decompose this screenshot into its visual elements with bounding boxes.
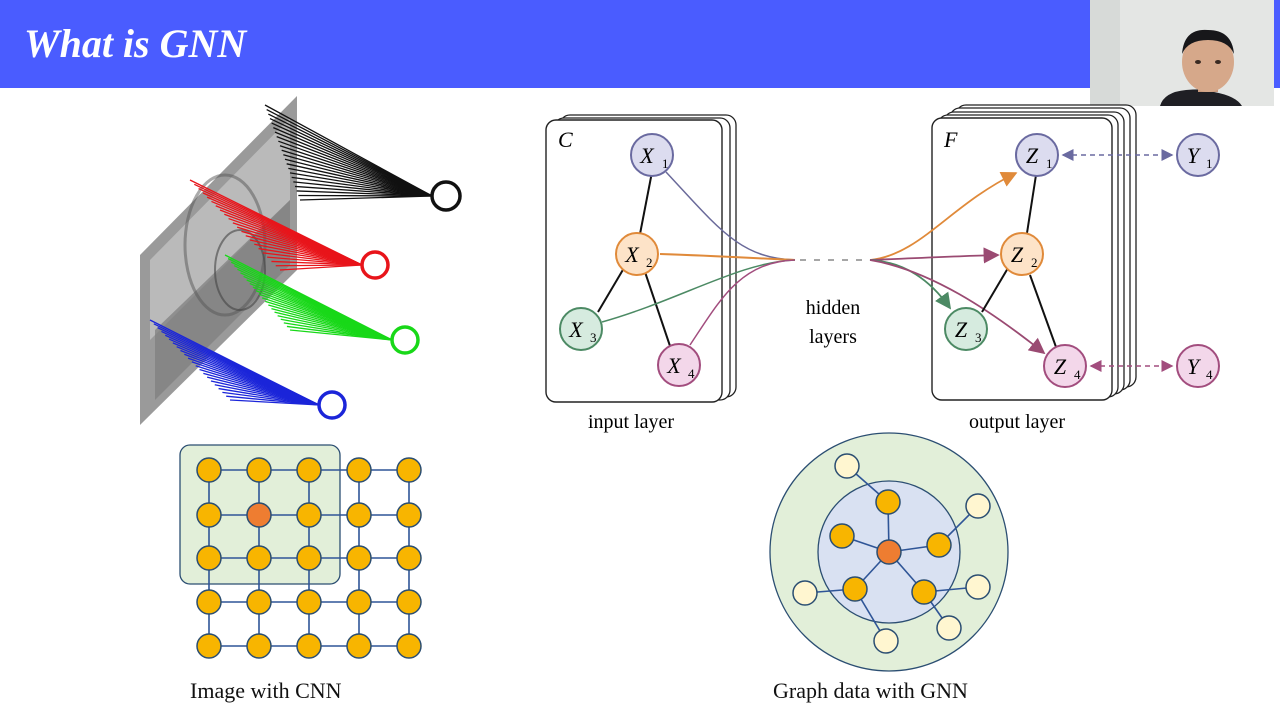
svg-text:Z: Z bbox=[1011, 242, 1024, 267]
svg-text:3: 3 bbox=[590, 330, 597, 345]
hidden-label-2: layers bbox=[809, 326, 857, 348]
svg-text:4: 4 bbox=[1074, 367, 1081, 382]
grid-node bbox=[396, 589, 422, 615]
input-node-1: X 1 bbox=[630, 133, 674, 177]
output-graph-edges bbox=[981, 174, 1057, 348]
grid-node bbox=[196, 545, 222, 571]
label-node-4: Y 4 bbox=[1176, 344, 1220, 388]
input-node-2: X 2 bbox=[615, 232, 659, 276]
slide-title: What is GNN bbox=[24, 21, 247, 66]
output-layer-label: output layer bbox=[969, 411, 1065, 433]
output-flow-lines bbox=[869, 172, 1046, 355]
grid-node bbox=[296, 457, 322, 483]
title-bar: What is GNN bbox=[0, 0, 1280, 88]
grid-node bbox=[196, 457, 222, 483]
output-node-3: Z 3 bbox=[944, 307, 988, 351]
grid-node bbox=[196, 589, 222, 615]
svg-text:4: 4 bbox=[1206, 367, 1213, 382]
grid-node bbox=[396, 457, 422, 483]
grid-node bbox=[196, 633, 222, 659]
svg-text:Z: Z bbox=[1026, 143, 1039, 168]
grid-node bbox=[346, 502, 372, 528]
input-node-4: X 4 bbox=[657, 343, 701, 387]
grid-node bbox=[296, 502, 322, 528]
svg-text:Z: Z bbox=[955, 317, 968, 342]
svg-text:X: X bbox=[624, 242, 640, 267]
grid-node bbox=[296, 633, 322, 659]
input-layer-label: input layer bbox=[588, 411, 674, 433]
gnn-nodes bbox=[792, 453, 991, 654]
svg-text:Y: Y bbox=[1187, 143, 1202, 168]
input-node-3: X 3 bbox=[559, 307, 603, 351]
grid-node bbox=[396, 545, 422, 571]
output-node-1: Z 1 bbox=[1015, 133, 1059, 177]
grid-node bbox=[296, 589, 322, 615]
cnn-receptive-field-illustration bbox=[140, 96, 462, 425]
input-graph-edges bbox=[597, 171, 671, 347]
grid-node bbox=[346, 545, 372, 571]
grid-node bbox=[396, 502, 422, 528]
svg-text:3: 3 bbox=[975, 330, 982, 345]
svg-text:X: X bbox=[568, 317, 584, 342]
grid-node bbox=[246, 589, 272, 615]
svg-text:1: 1 bbox=[1206, 156, 1213, 171]
grid-node bbox=[246, 545, 272, 571]
gnn-graph bbox=[769, 432, 1009, 672]
gnn-caption: Graph data with GNN bbox=[773, 678, 968, 703]
grid-node bbox=[246, 502, 272, 528]
svg-text:1: 1 bbox=[662, 156, 669, 171]
grid-node bbox=[296, 545, 322, 571]
svg-text:Y: Y bbox=[1187, 354, 1202, 379]
output-channels-label: F bbox=[943, 127, 958, 152]
grid-node bbox=[346, 589, 372, 615]
input-channels-label: C bbox=[558, 127, 573, 152]
cnn-caption: Image with CNN bbox=[190, 678, 342, 703]
grid-node bbox=[346, 457, 372, 483]
output-node-4: Z 4 bbox=[1043, 344, 1087, 388]
svg-text:Z: Z bbox=[1054, 354, 1067, 379]
grid-node bbox=[246, 457, 272, 483]
hidden-label-1: hidden bbox=[806, 297, 860, 319]
grid-node bbox=[196, 502, 222, 528]
svg-text:2: 2 bbox=[1031, 255, 1038, 270]
svg-text:X: X bbox=[666, 353, 682, 378]
label-node-1: Y 1 bbox=[1176, 133, 1220, 177]
grid-node bbox=[346, 633, 372, 659]
svg-text:X: X bbox=[639, 143, 655, 168]
output-node-2: Z 2 bbox=[1000, 232, 1044, 276]
svg-text:1: 1 bbox=[1046, 156, 1053, 171]
grid-node bbox=[396, 633, 422, 659]
svg-text:2: 2 bbox=[646, 255, 653, 270]
webcam-presenter bbox=[1090, 0, 1274, 106]
input-flow-lines bbox=[601, 171, 796, 346]
cnn-grid bbox=[179, 444, 422, 659]
svg-text:4: 4 bbox=[688, 366, 695, 381]
grid-node bbox=[246, 633, 272, 659]
